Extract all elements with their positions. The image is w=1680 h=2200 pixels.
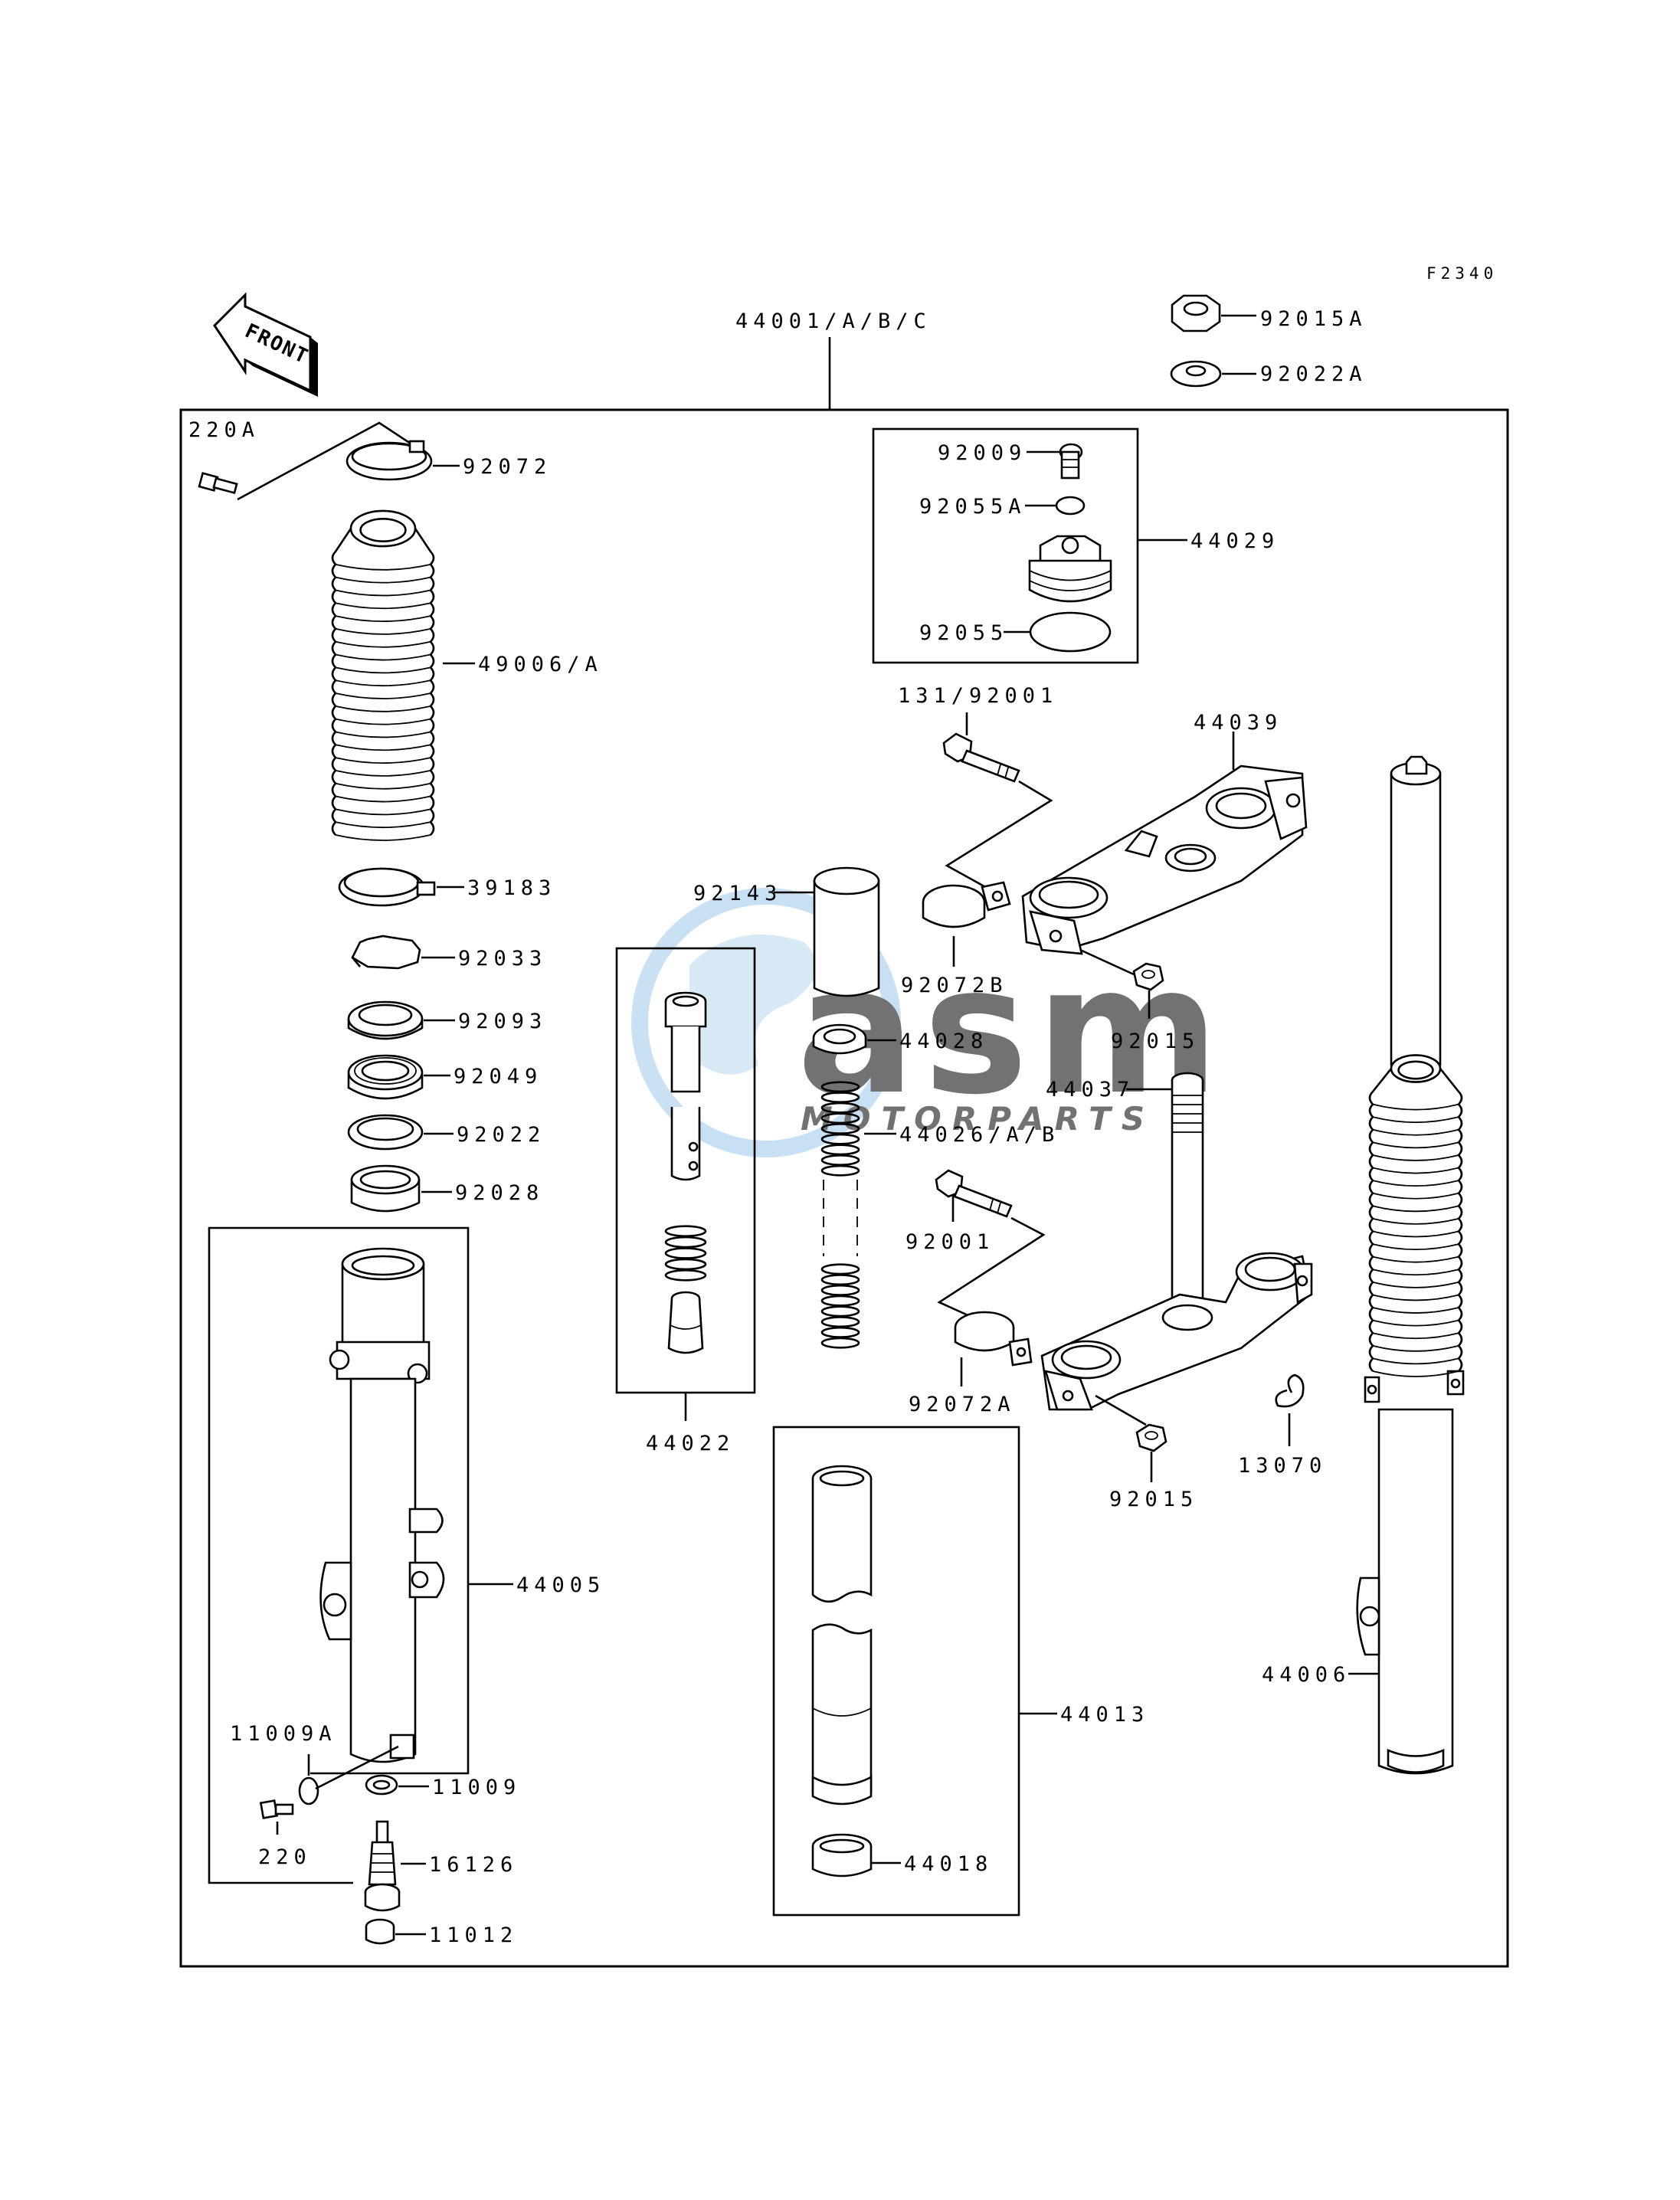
outer-tube-44005 bbox=[319, 1247, 445, 1763]
screw-220a bbox=[198, 472, 238, 495]
part-label-44037: 44037 bbox=[1046, 1078, 1135, 1102]
part-label-44039: 44039 bbox=[1194, 711, 1282, 735]
rebound-spring bbox=[664, 1225, 707, 1282]
part-label-44022: 44022 bbox=[646, 1432, 735, 1455]
fork-cap-bolt bbox=[1028, 535, 1112, 603]
part-label-11009: 11009 bbox=[432, 1776, 521, 1799]
part-label-92049: 92049 bbox=[454, 1065, 542, 1089]
assembly-frame bbox=[179, 408, 1509, 1968]
nut-92015-bottom bbox=[1135, 1423, 1167, 1452]
washer-44028 bbox=[812, 1023, 867, 1055]
part-label-92015-top: 92015 bbox=[1111, 1030, 1200, 1053]
part-label-44006: 44006 bbox=[1262, 1663, 1351, 1687]
front-arrow-icon: FRONT bbox=[213, 292, 318, 397]
fork-assembly-44006 bbox=[1356, 755, 1465, 1775]
part-label-92001: 92001 bbox=[905, 1230, 994, 1254]
oring-92055 bbox=[1029, 611, 1112, 653]
part-label-11009a: 11009A bbox=[230, 1722, 337, 1746]
clamp-39183 bbox=[338, 867, 436, 907]
cap-11012 bbox=[365, 1918, 395, 1945]
nut-92015-top bbox=[1132, 962, 1164, 991]
oil-seal-92049 bbox=[347, 1054, 424, 1100]
washer-11009a bbox=[298, 1776, 319, 1806]
circlip-92033 bbox=[351, 935, 421, 970]
seal-92093 bbox=[347, 1000, 424, 1040]
part-label-92015-bottom: 92015 bbox=[1109, 1488, 1198, 1511]
part-label-44005: 44005 bbox=[516, 1573, 605, 1597]
part-label-92028: 92028 bbox=[455, 1181, 544, 1205]
screw-220 bbox=[259, 1799, 294, 1819]
oring-92055a bbox=[1055, 496, 1086, 516]
nut-92015a bbox=[1171, 294, 1221, 332]
part-label-44028: 44028 bbox=[899, 1030, 988, 1053]
upper-bracket-44039 bbox=[1021, 764, 1308, 955]
part-label-49006a: 49006/A bbox=[478, 653, 603, 676]
part-label-92072b: 92072B bbox=[901, 974, 1008, 997]
watermark: asm MOTORPARTS bbox=[631, 888, 1220, 1157]
part-label-92143: 92143 bbox=[693, 882, 782, 905]
washer-92022a bbox=[1170, 360, 1222, 388]
clamp-92072 bbox=[345, 440, 433, 481]
bolt-92001 bbox=[935, 1169, 1013, 1218]
part-label-92093: 92093 bbox=[458, 1010, 547, 1033]
steering-stem-44037 bbox=[1171, 1072, 1204, 1304]
adjuster-16126 bbox=[364, 1820, 401, 1912]
part-label-11012: 11012 bbox=[429, 1923, 518, 1947]
oil-lock-piece bbox=[667, 1291, 704, 1354]
spring-44026 bbox=[820, 1081, 860, 1349]
part-label-92009: 92009 bbox=[938, 441, 1027, 465]
part-label-44026ab: 44026/A/B bbox=[899, 1123, 1059, 1147]
screw-92009 bbox=[1059, 443, 1083, 480]
collar-92143 bbox=[813, 866, 880, 997]
fork-boot-49006a bbox=[331, 509, 435, 841]
part-label-92022: 92022 bbox=[457, 1123, 545, 1147]
part-label-220: 220 bbox=[258, 1845, 312, 1869]
part-label-92015a: 92015A bbox=[1260, 307, 1367, 331]
part-label-220a: 220A bbox=[188, 418, 260, 442]
part-label-13070: 13070 bbox=[1238, 1454, 1327, 1478]
bushing-92028 bbox=[350, 1164, 421, 1213]
part-label-92055a: 92055A bbox=[919, 495, 1027, 519]
part-label-92072a: 92072A bbox=[909, 1393, 1016, 1416]
part-label-92055: 92055 bbox=[919, 621, 1008, 645]
inner-tube-44013 bbox=[811, 1465, 873, 1806]
part-label-92033: 92033 bbox=[458, 947, 547, 971]
gasket-11009 bbox=[365, 1774, 398, 1796]
part-label-39183: 39183 bbox=[467, 876, 556, 900]
clip-13070 bbox=[1275, 1373, 1305, 1408]
part-label-92072: 92072 bbox=[463, 455, 552, 479]
lower-bracket bbox=[1040, 1252, 1313, 1411]
part-label-16126: 16126 bbox=[429, 1853, 518, 1877]
diagram-code: F2340 bbox=[1426, 264, 1498, 283]
part-label-92022a: 92022A bbox=[1260, 362, 1367, 386]
bushing-44018 bbox=[811, 1833, 873, 1878]
clamp-92072b bbox=[922, 881, 1011, 928]
washer-92022 bbox=[347, 1114, 424, 1151]
watermark-globe-icon bbox=[631, 888, 901, 1157]
clamp-92072a bbox=[954, 1311, 1033, 1367]
part-label-44018: 44018 bbox=[904, 1852, 993, 1876]
part-label-131-92001: 131/92001 bbox=[898, 684, 1058, 708]
fork-boot-right bbox=[1368, 1054, 1463, 1377]
assembly-label: 44001/A/B/C bbox=[735, 309, 932, 333]
part-label-44029: 44029 bbox=[1190, 529, 1279, 553]
part-label-44013: 44013 bbox=[1060, 1703, 1149, 1727]
bolt-131-92001 bbox=[942, 732, 1020, 783]
damper-rod-44022 bbox=[664, 991, 707, 1181]
